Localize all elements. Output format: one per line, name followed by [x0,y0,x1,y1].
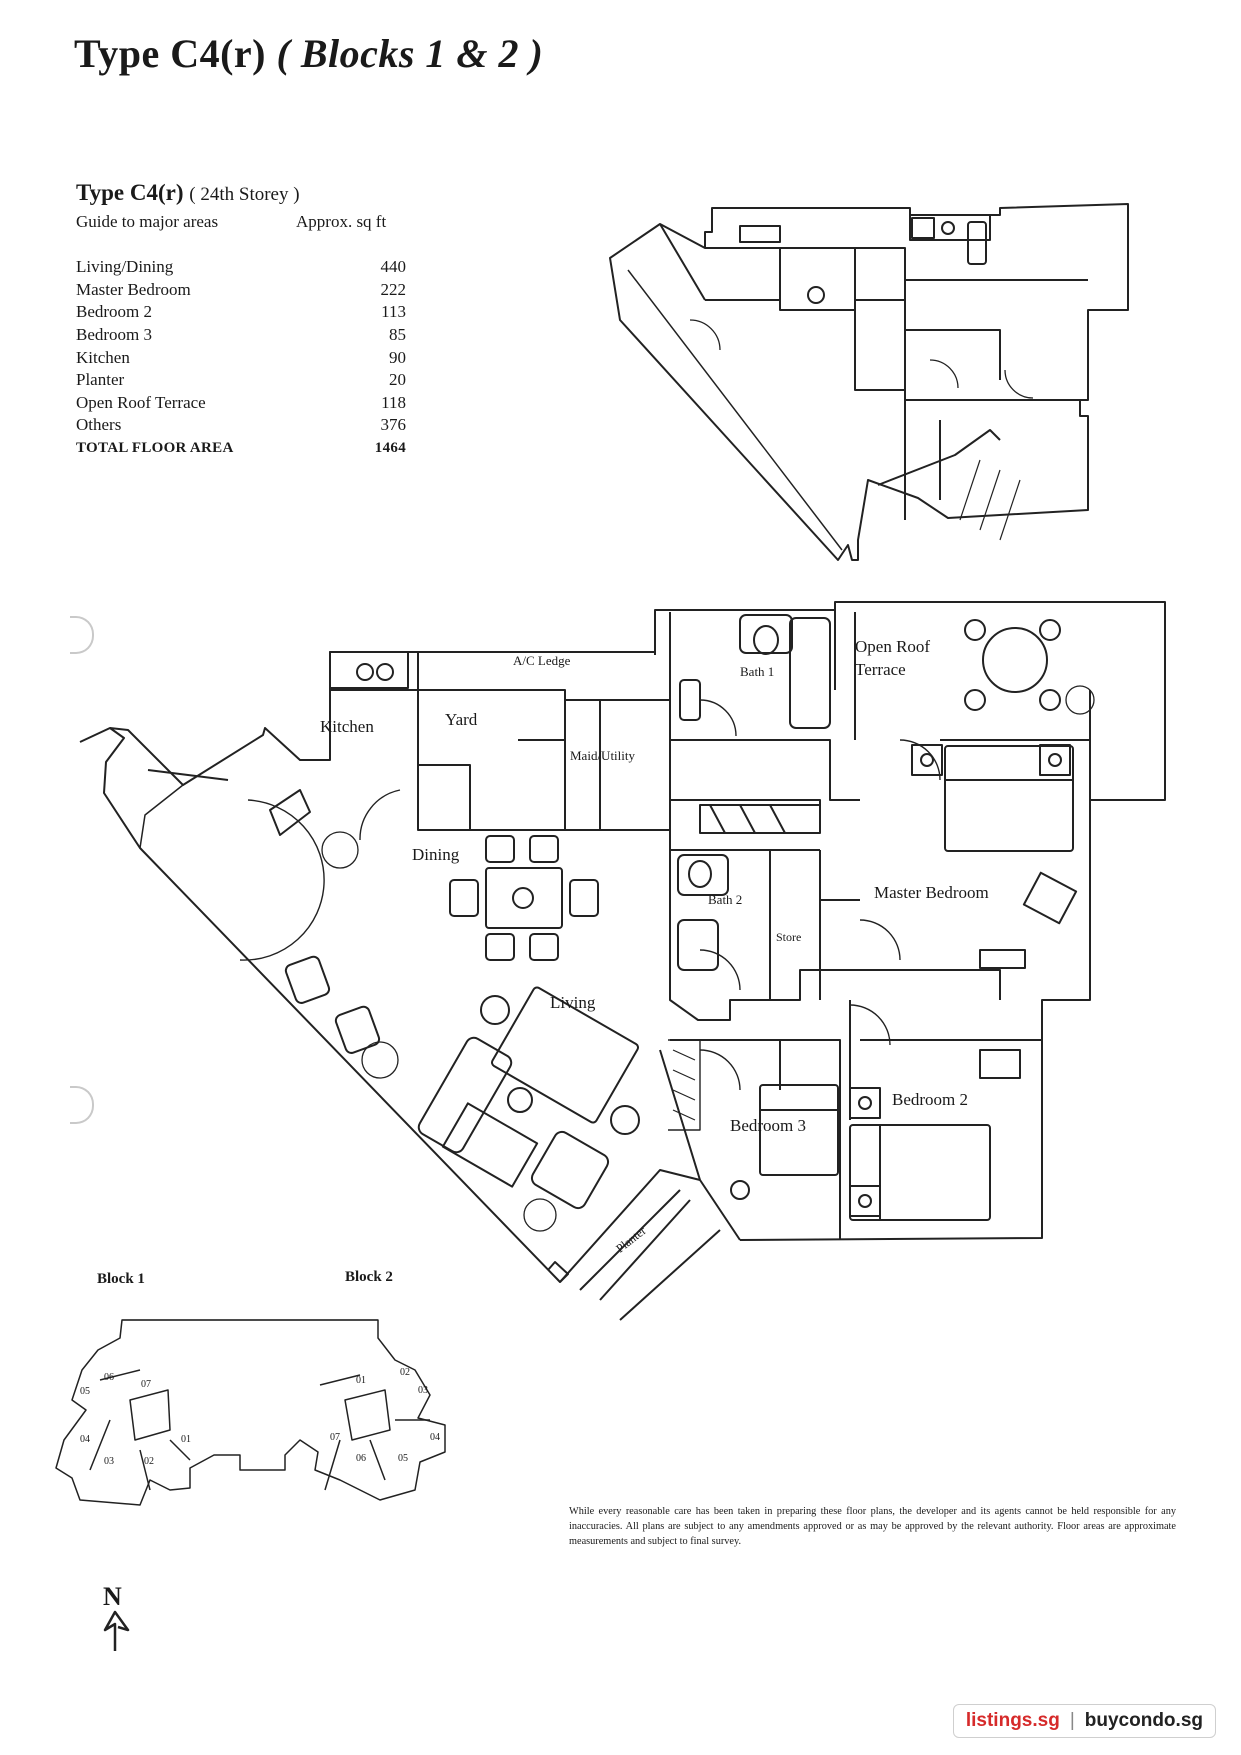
area-value: 20 [389,370,406,390]
area-total-label: TOTAL FLOOR AREA [76,439,234,456]
storey-note: ( 24th Storey ) [189,184,300,205]
area-value: 440 [380,257,407,277]
key-unit-label: 06 [356,1453,366,1464]
area-row: Others 376 [76,414,406,437]
room-label-dining: Dining [412,845,460,864]
main-floor-plan [79,601,1166,1321]
key-unit-label: 03 [104,1456,114,1467]
room-label-terrace-line2: Terrace [855,660,906,679]
key-unit-label: 06 [104,1372,114,1383]
area-total-row: TOTAL FLOOR AREA 1464 [76,437,406,460]
key-unit-label: 05 [398,1453,408,1464]
title-blocks: ( Blocks 1 & 2 ) [276,31,544,76]
area-row: Open Roof Terrace 118 [76,392,406,415]
key-unit-label: 03 [418,1385,428,1396]
area-row: Living/Dining 440 [76,256,406,279]
key-unit-label: 07 [330,1432,340,1443]
room-label-kitchen: Kitchen [320,717,374,736]
area-table: Living/Dining 440 Master Bedroom 222 Bedro… [76,256,406,459]
unit-type: Type C4(r) [76,180,184,205]
unit-type-heading: Type C4(r) ( 24th Storey ) [76,180,300,206]
area-value: 85 [389,325,406,345]
area-value: 376 [380,415,407,435]
north-arrow-icon [103,1610,130,1651]
area-label: Master Bedroom [76,279,191,299]
page-title: Type C4(r) ( Blocks 1 & 2 ) [74,30,543,77]
key-unit-label: 01 [181,1434,191,1445]
area-label: Open Roof Terrace [76,392,206,412]
room-label-bath2: Bath 2 [708,892,742,907]
footer-site2[interactable]: buycondo.sg [1084,1710,1203,1731]
room-label-store: Store [776,930,801,944]
column-left-label: Guide to major areas [76,212,219,231]
title-main: Type C4(r) [74,31,266,76]
key-unit-label: 07 [141,1379,151,1390]
area-table-header: Guide to major areas Approx. sq ft [76,212,406,232]
area-row: Kitchen 90 [76,346,406,369]
footer-site1[interactable]: listings.sg [965,1710,1060,1731]
area-row: Planter 20 [76,369,406,392]
north-label: N [103,1582,122,1611]
area-value: 222 [380,279,407,299]
room-label-terrace-line1: Open Roof [855,637,930,656]
area-label: Bedroom 3 [76,325,153,345]
area-value: 113 [381,302,406,322]
area-label: Bedroom 2 [76,302,153,322]
key-unit-label: 05 [80,1386,90,1397]
area-value: 90 [389,347,406,367]
area-value: 118 [381,392,406,412]
area-row: Bedroom 2 113 [76,301,406,324]
room-label-bath1: Bath 1 [740,664,774,679]
room-label-living: Living [550,993,596,1012]
disclaimer-text: While every reasonable care has been tak… [569,1506,1176,1547]
key-unit-label: 02 [144,1456,154,1467]
key-unit-label: 02 [400,1367,410,1378]
key-unit-label: 01 [356,1375,366,1386]
room-label-bedroom2: Bedroom 2 [892,1090,968,1109]
area-row: Bedroom 3 85 [76,324,406,347]
room-label-ac-ledge: A/C Ledge [513,653,571,668]
room-label-master-bedroom: Master Bedroom [874,883,989,902]
footer-separator: | [1069,1710,1075,1731]
area-label: Living/Dining [76,257,174,277]
key-plan [55,1319,446,1506]
area-total-value: 1464 [374,439,406,456]
key-unit-label: 04 [430,1432,440,1443]
footer-branding: listings.sg | buycondo.sg [952,1704,1216,1738]
room-label-bedroom3: Bedroom 3 [730,1116,806,1135]
area-label: Others [76,415,122,435]
area-label: Kitchen [76,347,130,367]
column-right-label: Approx. sq ft [296,212,387,231]
area-label: Planter [76,370,125,390]
room-label-yard: Yard [445,710,478,729]
room-label-maid-utility: Maid/Utility [570,748,636,763]
outline-plan [609,203,1129,561]
key-plan-block2-label: Block 2 [345,1269,393,1285]
area-row: Master Bedroom 222 [76,279,406,302]
key-unit-label: 04 [80,1434,90,1445]
key-plan-block1-label: Block 1 [97,1271,145,1287]
